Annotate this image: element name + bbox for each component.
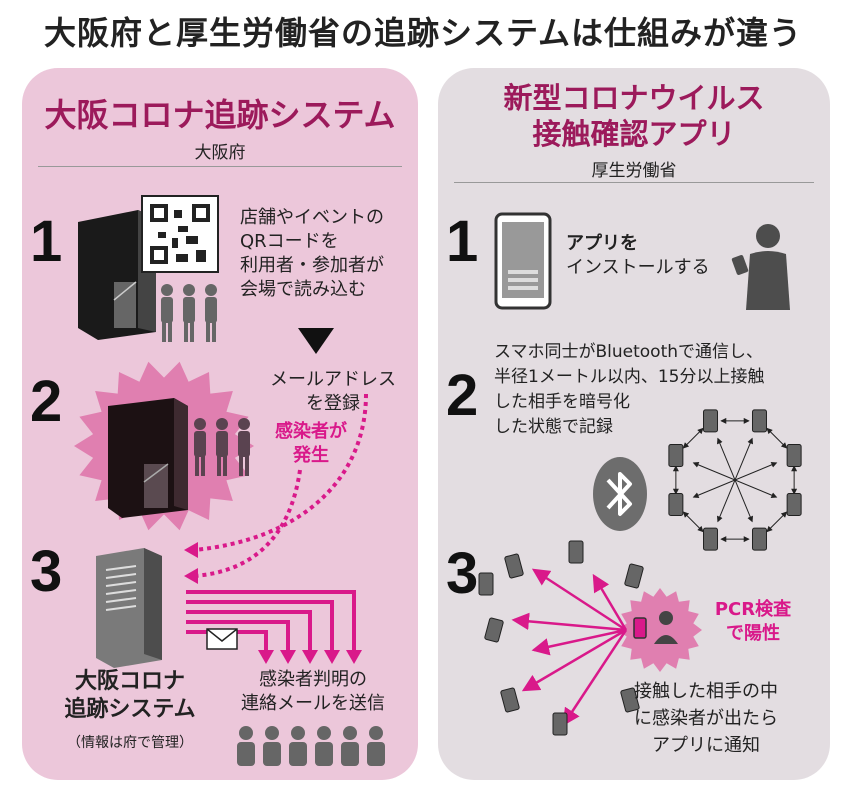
app-panel-title: 新型コロナウイルス (503, 81, 765, 115)
notify-arrow (531, 568, 627, 632)
step-text-line: メールアドレス (270, 369, 396, 390)
phone-icon (552, 712, 568, 736)
smartphone-icon (494, 212, 552, 310)
down-triangle-icon (298, 328, 334, 354)
infected-phone-icon (633, 617, 647, 639)
step-number: 1 (30, 209, 63, 274)
step-text-line: インストールする (566, 257, 710, 278)
shop-qr-illustration (78, 195, 219, 340)
notify-arrow (521, 628, 627, 692)
infected-person-icon (659, 611, 673, 625)
system-note: （情報は府で管理） (67, 735, 193, 751)
phone-icon (668, 492, 684, 516)
system-name: 大阪コロナ (74, 669, 185, 694)
envelope-icon (206, 628, 238, 650)
phone-icon (668, 444, 684, 468)
divider (454, 182, 814, 183)
phone-icon (500, 687, 520, 713)
step-text-line: アプリを (566, 233, 638, 254)
notify-arrow (531, 628, 627, 656)
step-text-line: QRコードを (240, 231, 339, 252)
infection-burst-illustration (74, 361, 254, 531)
phone-icon (751, 409, 767, 433)
phone-icon (786, 492, 802, 516)
infected-burst (618, 588, 702, 672)
step-text-line: 利用者・参加者が (240, 255, 384, 276)
step-number: 2 (446, 363, 479, 428)
positive-label: で陽性 (726, 623, 780, 644)
contact-notify-diagram (478, 540, 702, 736)
phone-icon (504, 553, 524, 579)
phone-icon (568, 540, 584, 564)
step-text-line: 半径1メートル以内、15分以上接触 (494, 367, 765, 387)
step-number: 1 (446, 209, 479, 274)
phone-icon (703, 409, 719, 433)
positive-label: PCR検査 (714, 599, 792, 620)
phone-icon (786, 444, 802, 468)
link-arrow (682, 427, 704, 449)
osaka-panel-title: 大阪コロナ追跡システム (44, 96, 396, 134)
person-with-phone-icon (731, 224, 790, 310)
phone-icon (484, 617, 504, 643)
notify-arrow (592, 573, 628, 631)
divider (38, 166, 402, 167)
step-text-line: 会場で読み込む (240, 279, 366, 300)
phone-icon (751, 527, 767, 551)
step-number: 3 (446, 541, 479, 606)
step-text-line: した相手を暗号化 (494, 392, 630, 412)
phone-icon (703, 527, 719, 551)
app-panel-org: 厚生労働省 (591, 161, 677, 181)
step-text-line: アプリに通知 (652, 735, 760, 756)
app-panel-title: 接触確認アプリ (532, 117, 736, 151)
step-text-line: に感染者が出たら (634, 708, 778, 729)
phone-icon (478, 572, 494, 596)
recipients-icon (237, 726, 385, 766)
bluetooth-icon (593, 457, 647, 531)
mail-text-line: 連絡メールを送信 (241, 693, 385, 714)
link-arrow (682, 511, 704, 533)
phone-network-diagram (668, 409, 802, 551)
step-text-line: 店舗やイベントの (240, 207, 384, 228)
step-text-line: 接触した相手の中 (634, 681, 778, 702)
phone-icon (624, 563, 644, 589)
system-name: 追跡システム (64, 697, 196, 722)
link-arrow (766, 427, 788, 449)
step-number: 2 (30, 369, 63, 434)
people-icon (161, 284, 217, 342)
link-arrow (766, 511, 788, 533)
notify-arrow (562, 629, 628, 727)
step-text-line: を登録 (306, 393, 360, 414)
registration-dotted-arrows (184, 393, 368, 584)
notify-arrow (511, 612, 627, 632)
step-text-line: した状態で記録 (494, 417, 613, 437)
osaka-panel-org: 大阪府 (194, 143, 246, 163)
phone-icon (620, 687, 640, 713)
step-number: 3 (30, 539, 63, 604)
infected-person-body (654, 635, 678, 644)
link-arrow (716, 437, 754, 523)
mail-text-line: 感染者判明の (259, 669, 367, 690)
infected-label: 発生 (293, 445, 329, 466)
infected-label: 感染者が (275, 421, 347, 442)
main-title: 大阪府と厚生労働省の追跡システムは仕組みが違う (43, 14, 803, 52)
step-text-line: スマホ同士がBluetoothで通信し、 (494, 342, 764, 362)
server-icon (96, 548, 162, 668)
